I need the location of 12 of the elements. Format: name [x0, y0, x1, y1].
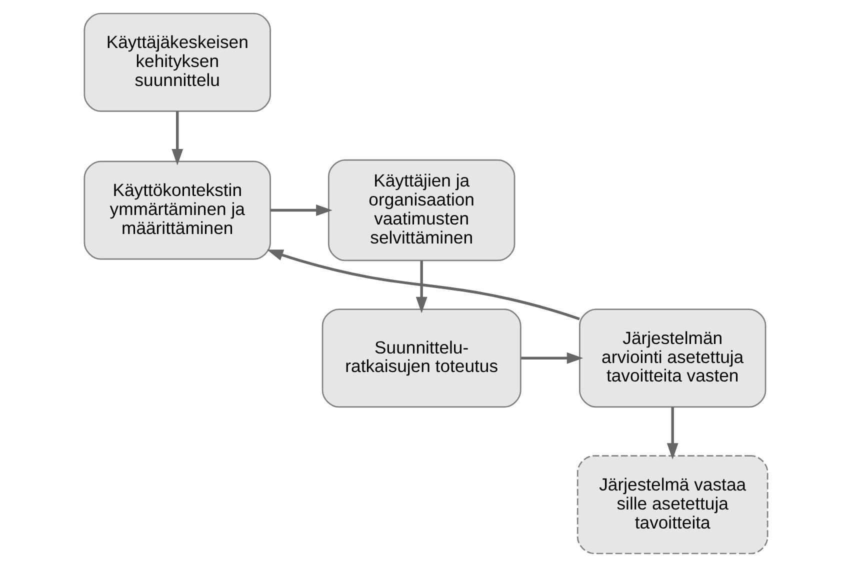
node-box: Käyttäjien ja organisaation vaatimusten selvittäminen — [327, 159, 515, 262]
arrow — [171, 111, 183, 166]
arrow — [415, 260, 427, 314]
arrow — [266, 250, 580, 320]
arrow — [270, 204, 332, 216]
node-box: Käyttäjäkeskeisen kehityksen suunnittelu — [83, 12, 270, 112]
node-box: Käyttökontekstin ymmärtäminen ja määrittäminen — [83, 160, 270, 260]
node-box: Suunnittelu- ratkaisujen toteutus — [321, 308, 521, 408]
node-box: Järjestelmän arviointi asetettuja tavoitteita vasten — [578, 308, 766, 408]
node-box: Järjestelmä vastaa sille asetettuja tavoitteita — [576, 455, 768, 554]
arrow — [666, 406, 678, 460]
arrow — [520, 352, 583, 364]
